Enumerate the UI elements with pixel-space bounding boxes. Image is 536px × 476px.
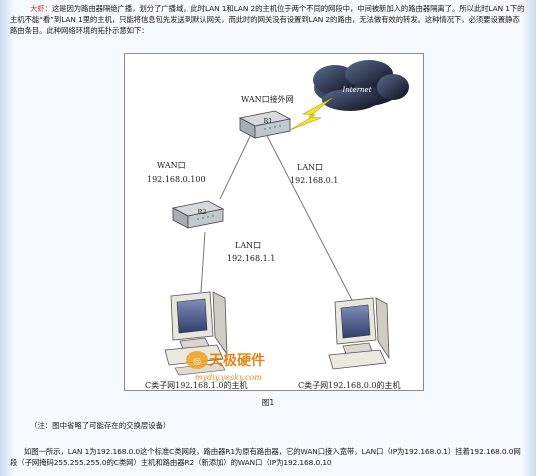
router-r1-icon: [238, 110, 292, 139]
link-r1-r2: [219, 125, 256, 200]
intro-paragraph: 大虾：这是因为路由器隔绝广播，划分了广播域，此时LAN 1和LAN 2的主机位于…: [10, 3, 526, 36]
lightning-icon: [289, 97, 333, 131]
intro-lead: 大虾：: [30, 4, 52, 13]
figure-note: （注：图中省略了可能存在的交换层设备）: [30, 421, 171, 430]
r2-wan-ip: 192.168.0.100: [147, 175, 206, 184]
watermark-url: mydiy.yesky.com: [195, 373, 262, 382]
watermark-logo: ◎ 天极硬件 mydiy.yesky.com: [186, 351, 265, 382]
topology-diagram: Internet WAN口接外网 R1 WAN口 192.168.0.100 L…: [145, 60, 409, 390]
network-topology-figure: Internet WAN口接外网 R1 WAN口 192.168.0.100 L…: [124, 53, 424, 391]
internet-label: Internet: [341, 86, 371, 94]
computer-left-icon: [164, 291, 228, 376]
r1-lan-ip: 192.168.0.1: [290, 176, 338, 185]
host-right-caption: C类子网192.168.0.0的主机: [298, 380, 400, 390]
r2-lan-ip: 192.168.1.1: [227, 254, 275, 263]
r2-lan-label: LAN口: [235, 241, 261, 250]
r1-label: R1: [263, 117, 272, 125]
r2-wan-label: WAN口: [157, 161, 186, 170]
intro-text: 这是因为路由器隔绝广播，划分了广播域，此时LAN 1和LAN 2的主机位于两个不…: [10, 4, 525, 35]
wan-external-label: WAN口接外网: [241, 94, 294, 104]
svg-text:◎: ◎: [193, 357, 201, 367]
host-left-caption: C类子网192.168.1.0的主机: [145, 380, 247, 390]
figure-caption: 图1: [261, 398, 275, 407]
internet-cloud-icon: [313, 60, 409, 111]
r1-lan-label: LAN口: [297, 163, 323, 172]
link-r2-host-left: [200, 231, 206, 293]
link-r1-host-right: [262, 127, 354, 303]
computer-right-icon: [328, 297, 390, 370]
router-r2-icon: [171, 200, 225, 229]
r2-label: R2: [197, 208, 206, 216]
explanation-paragraph: 如图一所示，LAN 1为192.168.0.0这个标准C类网段，路由器R1为原有…: [10, 447, 521, 467]
watermark-text: 天极硬件: [209, 352, 265, 369]
